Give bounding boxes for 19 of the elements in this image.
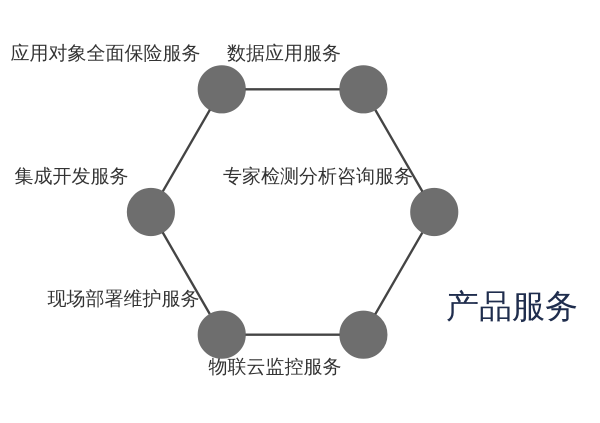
connector xyxy=(162,108,211,192)
node-circle xyxy=(339,310,388,358)
node-label: 应用对象全面保险服务 xyxy=(10,43,201,64)
label: 产品服务 xyxy=(446,286,578,326)
connector xyxy=(374,232,424,314)
connector xyxy=(374,109,424,192)
connector xyxy=(246,333,340,336)
node-label: 物联云监控服务 xyxy=(208,356,342,378)
node-label: 集成开发服务 xyxy=(14,166,129,187)
node-label: 专家检测分析咨询服务 xyxy=(223,166,414,187)
node-label: 现场部署维护服务 xyxy=(48,288,200,310)
node-circle xyxy=(126,187,175,236)
connector xyxy=(162,231,211,314)
node-label: 数据应用服务 xyxy=(227,43,342,64)
node-circle xyxy=(198,64,246,113)
node-circle xyxy=(198,310,246,358)
node-circle xyxy=(339,64,388,113)
connector xyxy=(245,88,340,90)
node-circle xyxy=(410,187,458,236)
